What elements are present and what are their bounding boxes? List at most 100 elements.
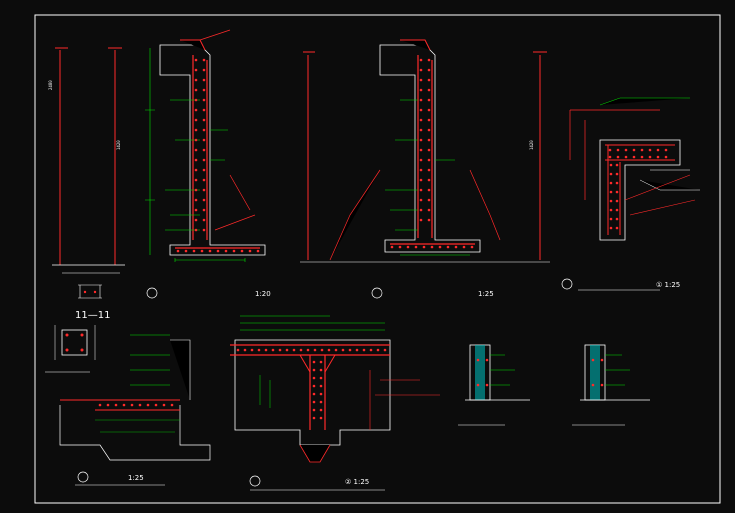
rebar-dot [312,376,316,380]
rebar-dot [616,148,620,152]
rebar-dot [419,88,423,92]
rebar-dot [202,148,206,152]
rebar-dot [427,168,431,172]
rebar-dot [202,218,206,222]
rebar-dot [427,78,431,82]
rebar-dot [656,148,660,152]
rebar-dot [232,249,236,253]
rebar-dot [319,400,323,404]
rebar-dot [202,98,206,102]
rebar-dot [271,348,275,352]
rebar-dot [427,128,431,132]
rebar-dot [194,88,198,92]
rebar-dot [319,416,323,420]
rebar-dot [194,68,198,72]
rebar-dot [640,148,644,152]
rebar-dot [319,376,323,380]
rebar-dot [615,199,619,203]
rebar-dot [202,198,206,202]
rebar-dot [427,88,431,92]
detail-callout-circle [249,475,261,487]
rebar-dot [194,188,198,192]
rebar-dot [202,138,206,142]
rebar-dot [470,245,474,249]
rebar-dot [194,158,198,162]
rebar-dot [615,181,619,185]
rebar-dot [240,249,244,253]
rebar-dot [341,348,345,352]
rebar-dot [202,68,206,72]
rebar-dot [362,348,366,352]
rebar-dot [419,158,423,162]
section-label-11: 11—11 [75,310,110,321]
rebar-dot [419,78,423,82]
rebar-dot [419,68,423,72]
rebar-dot [616,155,620,159]
rebar-dot [243,348,247,352]
rebar-dot [250,348,254,352]
rebar-dot [130,403,134,407]
rebar-dot [609,208,613,212]
rebar-dot [427,188,431,192]
rebar-dot [200,249,204,253]
rebar-dot [615,217,619,221]
rebar-dot [419,98,423,102]
rebar-dot [299,348,303,352]
rebar-dot [257,348,261,352]
scale-label-d5: 1:25 [128,474,144,482]
rebar-dot [313,348,317,352]
rebar-dot [236,348,240,352]
rebar-dot [427,108,431,112]
rebar-dot [194,128,198,132]
rebar-dot [194,228,198,232]
rebar-dot [615,208,619,212]
rebar-dot [615,172,619,176]
rebar-dot [383,348,387,352]
rebar-dot [194,118,198,122]
rebar-dot [319,408,323,412]
rebar-dot [194,78,198,82]
rebar-dot [427,148,431,152]
rebar-dot [138,403,142,407]
rebar-dot [312,360,316,364]
rebar-dot [419,148,423,152]
rebar-dot [312,384,316,388]
rebar-dot [609,181,613,185]
rebar-dot [632,155,636,159]
rebar-dot [414,245,418,249]
rebar-dot [312,392,316,396]
scale-label-d1: 1:20 [255,290,271,298]
rebar-dot [202,208,206,212]
rebar-dot [306,348,310,352]
rebar-dot [438,245,442,249]
rebar-dot [430,245,434,249]
rebar-dot [427,98,431,102]
rebar-dot [419,198,423,202]
svg-text:1420: 1420 [116,140,121,150]
rebar-dot [106,403,110,407]
rebar-dot [202,108,206,112]
rebar-dot [427,178,431,182]
rebar-dot [648,148,652,152]
rebar-dot [355,348,359,352]
rebar-dot [609,190,613,194]
rebar-dot [285,348,289,352]
rebar-dot [202,178,206,182]
rebar-dot [154,403,158,407]
rebar-dot [224,249,228,253]
rebar-dot [162,403,166,407]
rebar-dot [419,128,423,132]
corner-detail [569,97,700,291]
rebar-dot [319,360,323,364]
rebar-dot [327,348,331,352]
rebar-dot [419,178,423,182]
rebar-dot [319,368,323,372]
rebar-dot [114,403,118,407]
rebar-dot [609,217,613,221]
rebar-dot [194,138,198,142]
rebar-dot [194,98,198,102]
rebar-dot [609,172,613,176]
rebar-dot [427,68,431,72]
rebar-dot [202,228,206,232]
rebar-dot [419,208,423,212]
